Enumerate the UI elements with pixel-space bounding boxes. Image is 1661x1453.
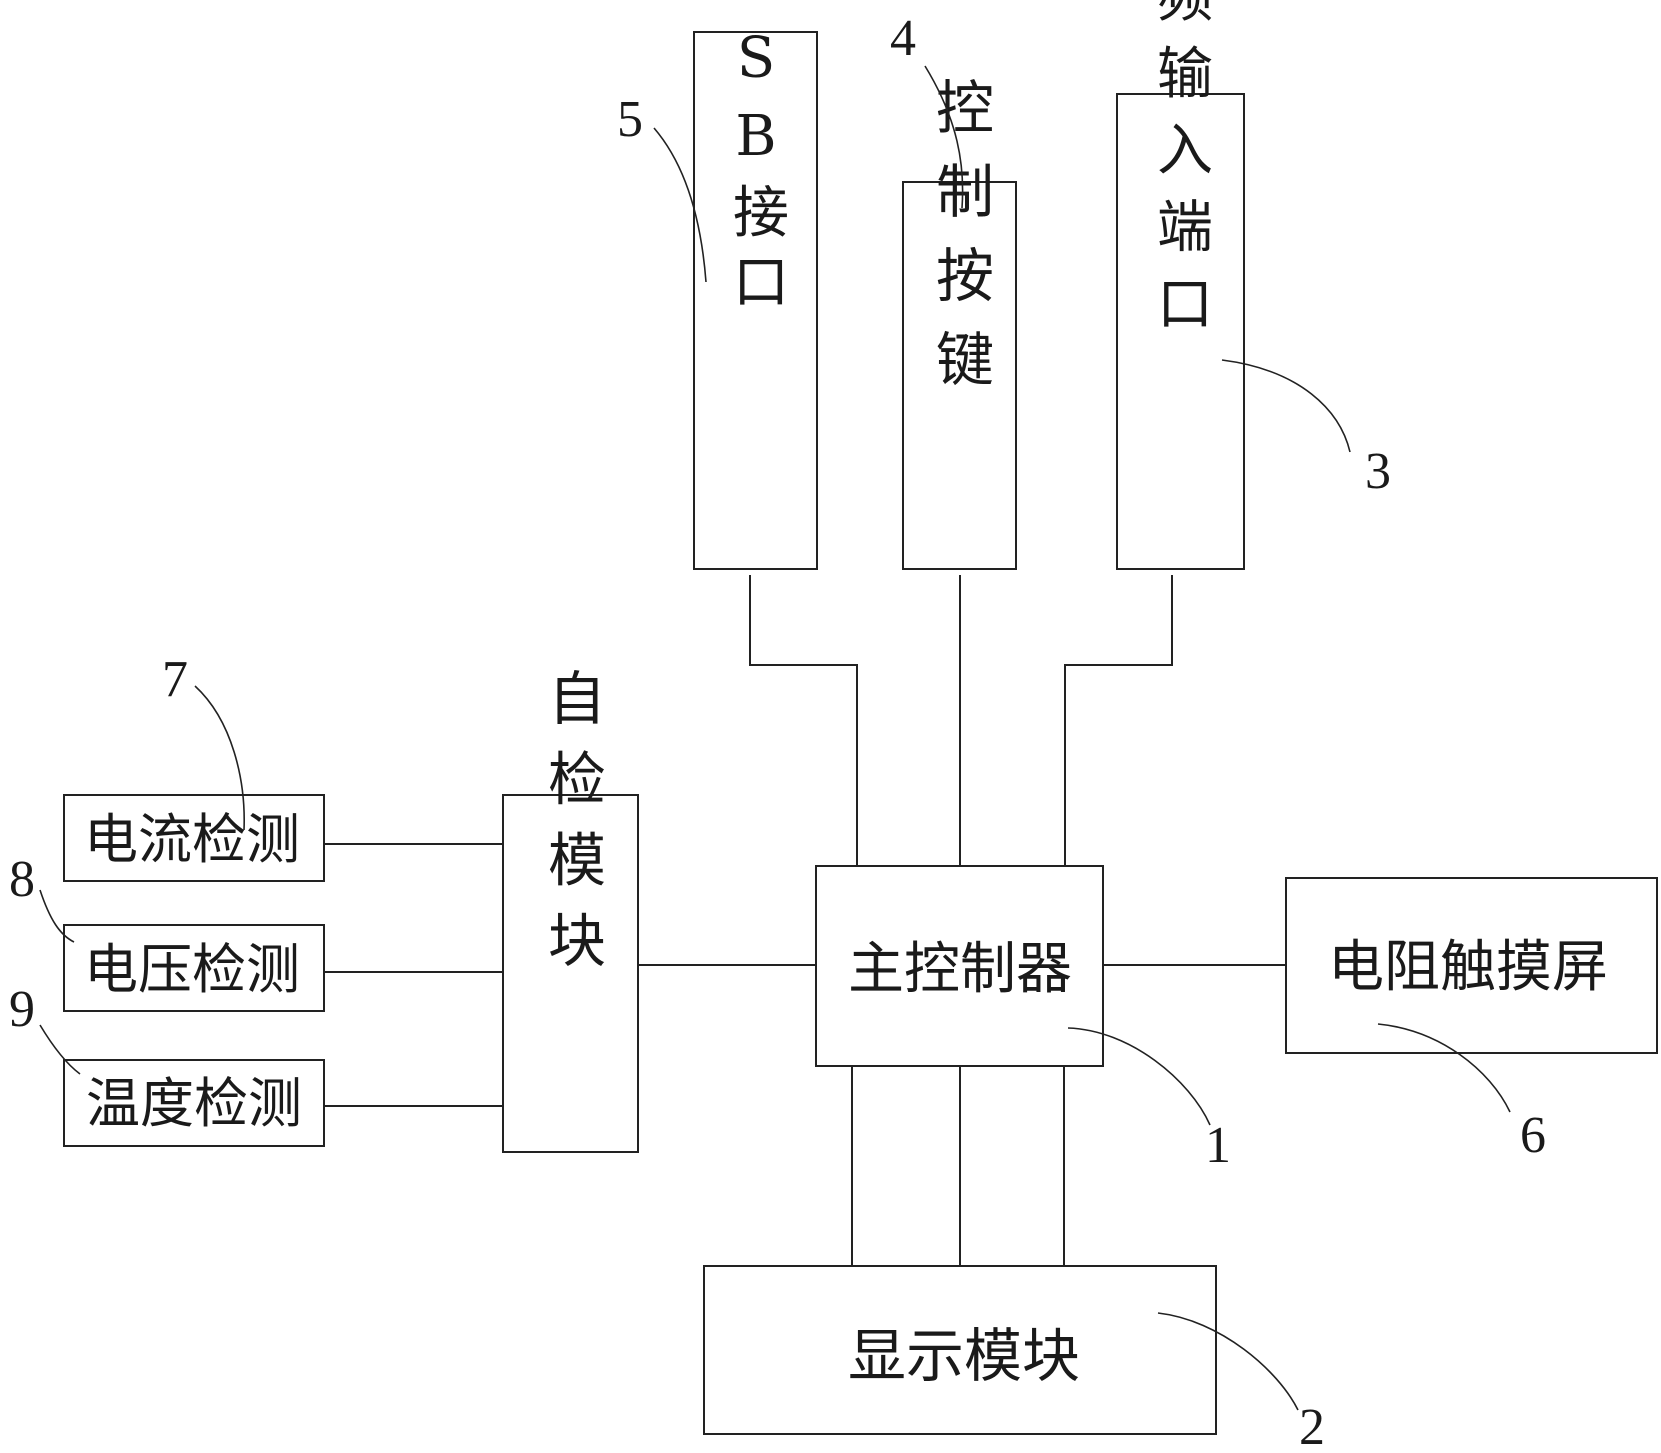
block-audio-input: 音频输入端口 bbox=[1116, 0, 1245, 570]
voltage-detection-label: 电压检测 bbox=[84, 938, 300, 1001]
leader-6 bbox=[1377, 1023, 1511, 1113]
callout-leaders bbox=[39, 65, 1511, 1411]
callout-8: 8 bbox=[9, 851, 35, 908]
callout-1: 1 bbox=[1205, 1117, 1231, 1174]
callout-7: 7 bbox=[162, 651, 188, 708]
block-temperature-detection: 温度检测 bbox=[63, 1059, 325, 1147]
callout-5: 5 bbox=[617, 91, 643, 148]
leader-8 bbox=[39, 889, 75, 943]
leader-9 bbox=[39, 1024, 81, 1075]
leader-3 bbox=[1221, 359, 1351, 453]
block-display-module: 显示模块 bbox=[703, 1265, 1217, 1435]
audio-input-label: 音频输入端口 bbox=[1148, 0, 1213, 330]
block-main-controller: 主控制器 bbox=[815, 865, 1104, 1067]
block-self-check: 自检模块 bbox=[502, 668, 639, 1153]
connection-wires bbox=[324, 575, 1286, 1266]
wire-audio-to-main bbox=[1064, 575, 1173, 866]
external-usb-label: 外部USB接口 bbox=[724, 0, 789, 308]
callout-4: 4 bbox=[890, 10, 916, 67]
block-control-keys: 控制按键 bbox=[902, 77, 1017, 570]
callout-numbers: 5 4 3 7 8 9 1 6 2 bbox=[9, 10, 1546, 1453]
resistive-touchscreen-label: 电阻触摸屏 bbox=[1328, 935, 1608, 1000]
block-external-usb: 外部USB接口 bbox=[693, 0, 818, 570]
callout-3: 3 bbox=[1365, 443, 1391, 500]
main-controller-label: 主控制器 bbox=[848, 937, 1072, 1002]
leader-5 bbox=[653, 127, 707, 283]
leader-2 bbox=[1157, 1312, 1299, 1411]
callout-9: 9 bbox=[9, 981, 35, 1038]
callout-2: 2 bbox=[1299, 1399, 1325, 1453]
block-current-detection: 电流检测 bbox=[63, 794, 325, 882]
current-detection-label: 电流检测 bbox=[84, 808, 300, 871]
leader-4 bbox=[924, 65, 964, 209]
wire-usb-to-main bbox=[749, 575, 858, 866]
block-voltage-detection: 电压检测 bbox=[63, 924, 325, 1012]
leader-7 bbox=[194, 685, 245, 831]
display-module-label: 显示模块 bbox=[848, 1322, 1080, 1390]
block-resistive-touchscreen: 电阻触摸屏 bbox=[1285, 877, 1658, 1054]
callout-6: 6 bbox=[1520, 1107, 1546, 1164]
temperature-detection-label: 温度检测 bbox=[86, 1072, 302, 1135]
leader-1 bbox=[1067, 1027, 1211, 1126]
